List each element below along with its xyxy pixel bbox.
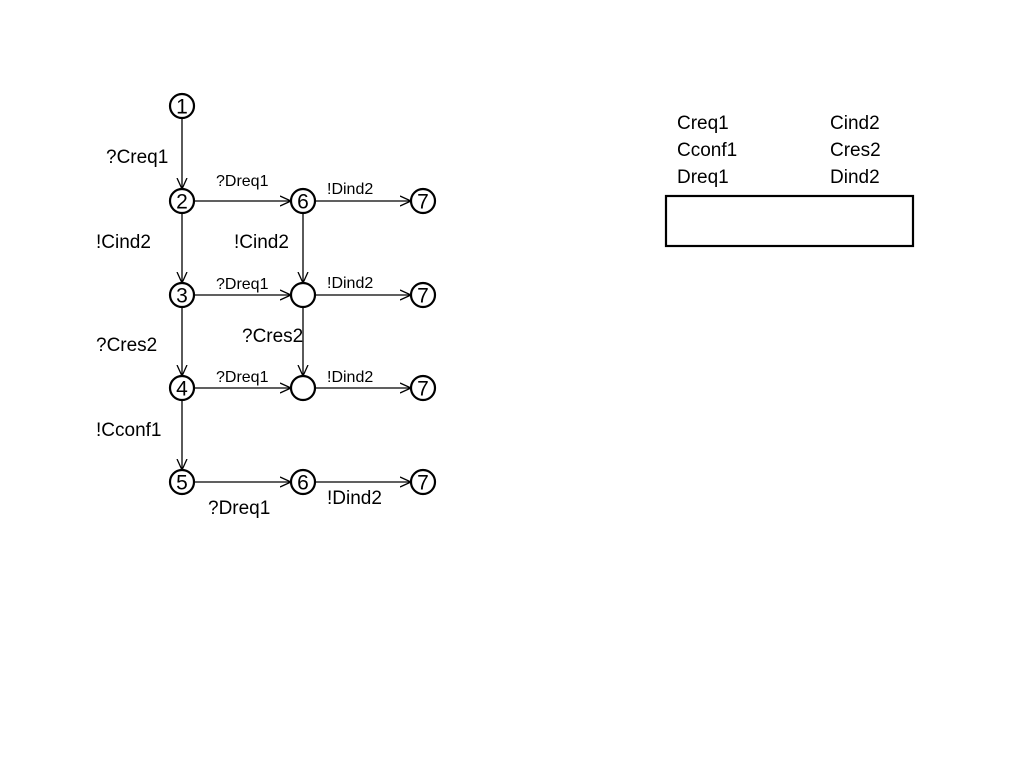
edge-label: !Dind2: [327, 488, 382, 509]
edge-label: !Dind2: [327, 181, 373, 198]
state-node: 2: [168, 187, 196, 215]
state-node-label: 7: [417, 285, 429, 308]
edge-label: !Cind2: [234, 232, 289, 253]
state-node: 7: [409, 468, 437, 496]
legend-left-item: Creq1: [677, 113, 729, 134]
legend-right-item: Dind2: [830, 167, 880, 188]
state-node: 3: [168, 281, 196, 309]
edge-label: ?Dreq1: [216, 276, 269, 293]
state-node: 7: [409, 374, 437, 402]
state-node-circle: [409, 374, 437, 402]
state-node-circle: [168, 92, 196, 120]
state-node-circle: [168, 374, 196, 402]
state-node-label: 2: [176, 191, 188, 214]
state-node: [289, 374, 317, 402]
state-node: 5: [168, 468, 196, 496]
edge-label: ?Dreq1: [216, 173, 269, 190]
state-node-label: 1: [176, 96, 188, 119]
state-node: 1: [168, 92, 196, 120]
state-node: 7: [409, 281, 437, 309]
state-node: [289, 281, 317, 309]
nodes: 1 2 3 4 5 6 6 7 7 7 7: [168, 92, 437, 496]
state-node: 7: [409, 187, 437, 215]
state-node-circle: [409, 281, 437, 309]
edge-label: !Cconf1: [96, 420, 161, 441]
legend-right-item: Cres2: [830, 140, 881, 161]
state-node: 4: [168, 374, 196, 402]
edge-label: !Cind2: [96, 232, 151, 253]
state-node-circle: [289, 374, 317, 402]
legend-box: [664, 194, 915, 248]
state-node-label: 6: [297, 191, 309, 214]
edge-labels: ?Creq1 !Cind2 ?Cres2 !Cconf1 ?Dreq1 ?Dreq1 ?Dr…: [96, 147, 382, 519]
state-node-label: 6: [297, 472, 309, 495]
state-node-label: 7: [417, 472, 429, 495]
state-node-circle: [289, 187, 317, 215]
legend-left-item: Dreq1: [677, 167, 729, 188]
state-node: 6: [289, 468, 317, 496]
edge-label: !Dind2: [327, 275, 373, 292]
state-node-circle: [409, 187, 437, 215]
edge-label: ?Dreq1: [208, 498, 270, 519]
state-node-circle: [289, 281, 317, 309]
edge-label: ?Dreq1: [216, 369, 269, 386]
state-node: 6: [289, 187, 317, 215]
state-node-label: 7: [417, 378, 429, 401]
state-node-label: 3: [176, 285, 188, 308]
edge-label: ?Cres2: [242, 326, 303, 347]
edge-label: ?Cres2: [96, 335, 157, 356]
edge-label: !Dind2: [327, 369, 373, 386]
edge-label: ?Creq1: [106, 147, 168, 168]
state-node-label: 7: [417, 191, 429, 214]
edges: [182, 118, 411, 482]
state-node-circle: [168, 281, 196, 309]
state-node-circle: [168, 187, 196, 215]
state-node-label: 5: [176, 472, 188, 495]
legend: Creq1 Cconf1 Dreq1 Cind2 Cres2 Dind2: [664, 113, 915, 248]
state-node-circle: [289, 468, 317, 496]
state-node-circle: [409, 468, 437, 496]
legend-right-item: Cind2: [830, 113, 880, 134]
legend-left-item: Cconf1: [677, 140, 737, 161]
state-node-label: 4: [176, 378, 188, 401]
state-node-circle: [168, 468, 196, 496]
